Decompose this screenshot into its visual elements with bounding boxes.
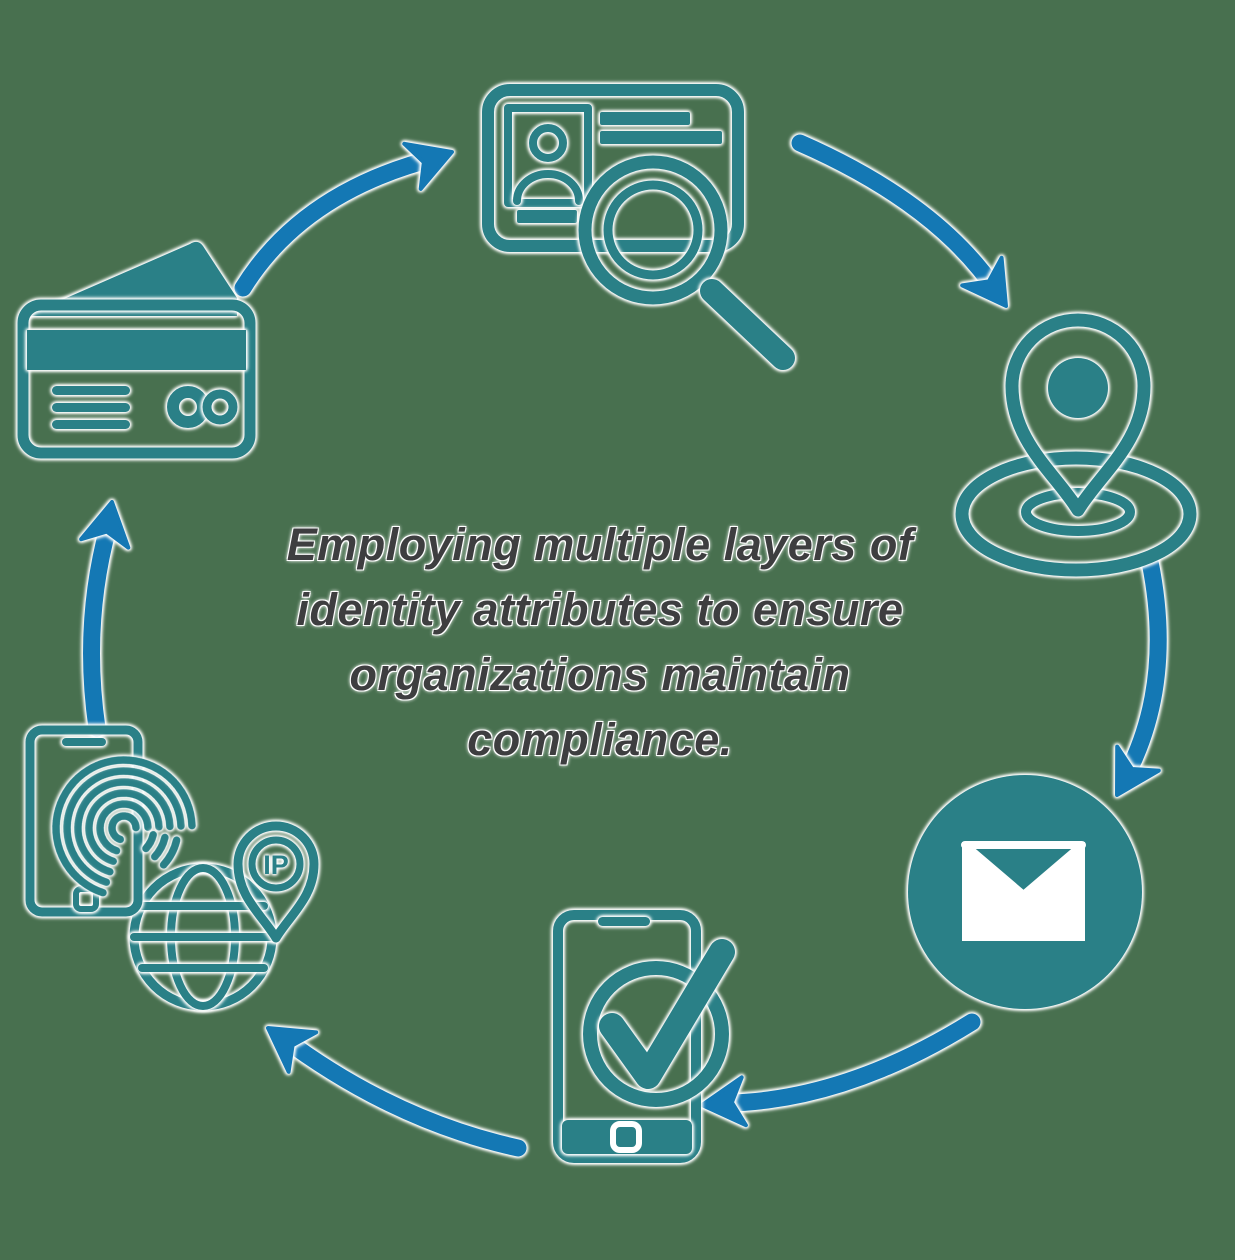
globe-ip-pin-icon: IP (129, 821, 319, 1011)
caption-line: organizations maintain (349, 649, 851, 700)
id-text-line (600, 112, 690, 125)
magnifier-handle (700, 279, 795, 370)
phone-fingerprint-icon (25, 725, 196, 917)
arrow-card-to-id (234, 141, 454, 297)
fingerprint-ridge-end (142, 830, 157, 853)
arrow-location-to-email (1115, 553, 1167, 797)
id-card-magnifier-icon (482, 84, 795, 370)
fingerprint-ridge (96, 800, 152, 855)
caption-line: Employing multiple layers of (286, 519, 914, 570)
magnifier-ring-inner (603, 180, 703, 280)
phone-checkmark-icon (553, 910, 735, 1163)
pin-base-ellipse (955, 451, 1197, 577)
ip-label: IP (263, 850, 289, 880)
fingerprint-ridge (108, 812, 140, 844)
check-circle (583, 961, 729, 1107)
phone-speaker (62, 738, 106, 746)
checkmark (599, 939, 735, 1089)
pin-outline (1005, 313, 1151, 517)
caption-line: compliance. (467, 714, 733, 765)
caption-line: identity attributes to ensure (296, 584, 904, 635)
fingerprint-ridge-end (151, 833, 169, 861)
card-line (52, 420, 130, 429)
card-back (25, 241, 237, 316)
email-icon (908, 775, 1142, 1009)
envelope-flap (961, 841, 1086, 899)
ip-pin-outline (233, 821, 319, 943)
card-front (17, 299, 256, 459)
pin-base-inner-ellipse (1021, 488, 1135, 536)
card-line (52, 386, 130, 395)
arrow-fingerprint-to-card (79, 500, 131, 737)
magnifier-ring-outer (578, 155, 728, 305)
globe-icon (129, 863, 277, 1011)
id-text-line (600, 131, 722, 144)
phone-bottom-band (562, 1120, 692, 1154)
fingerprint-ridge (52, 756, 196, 897)
id-text-line (517, 210, 577, 223)
center-caption: Employing multiple layers of identity at… (235, 512, 965, 772)
fingerprint-ridge (85, 789, 163, 866)
ip-pin-ring (248, 836, 304, 892)
fingerprint-ridge (74, 778, 174, 876)
phone-outline (553, 910, 701, 1163)
person-head (529, 124, 567, 162)
phone-speaker (598, 917, 650, 926)
fingerprint-icon (52, 756, 196, 897)
arrow-phone-to-globe (266, 1026, 527, 1157)
credit-card-icon (17, 241, 256, 459)
arrow-id-to-location (791, 134, 1008, 308)
person-shoulders (513, 170, 583, 205)
card-circle (167, 386, 209, 428)
card-line (52, 403, 130, 412)
location-pin-icon (955, 313, 1197, 577)
arrow-email-to-phone (700, 1013, 981, 1128)
id-photo-frame (504, 104, 592, 207)
magnifier-icon (578, 155, 795, 370)
pin-dot (1048, 358, 1108, 418)
fingerprint-ridge-end (159, 836, 181, 869)
card-circle (202, 389, 238, 425)
phone-home-button (610, 1121, 642, 1153)
card-stripe (27, 330, 246, 370)
fingerprint-ridge (63, 767, 185, 886)
ip-pin-icon: IP (233, 821, 319, 943)
